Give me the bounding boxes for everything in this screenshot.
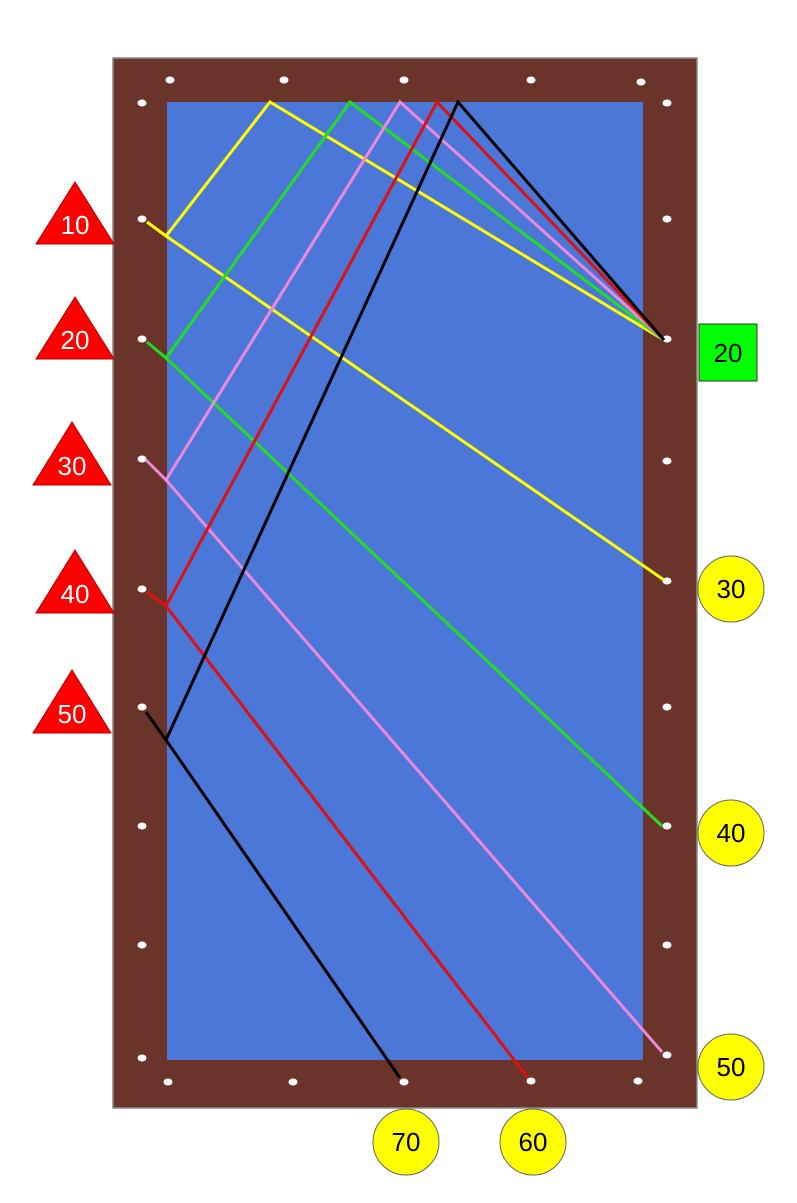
diamond [165,76,175,84]
circle-label: 70 [392,1127,421,1157]
circle-label: 60 [519,1127,548,1157]
circle-icon [697,1033,765,1101]
diamond [662,457,672,465]
table-cloth [167,102,643,1060]
diamond [662,822,672,830]
triangle-marker-20: 20 [35,296,115,360]
diamond [662,99,672,107]
pink-path [144,99,666,1053]
circle-marker-60: 60 [499,1108,567,1176]
circle-icon [697,799,765,867]
diamond [633,1077,643,1085]
circle-marker-50: 50 [697,1033,765,1101]
triangle-marker-40: 40 [35,549,115,614]
diamond [137,215,147,223]
diamond [399,76,409,84]
triangle-icon [35,549,115,614]
diamond [279,76,289,84]
circle-icon [499,1108,567,1176]
red-path [146,99,666,1079]
diamond [137,941,147,949]
circle-icon [697,555,765,623]
circle-marker-40: 40 [697,799,765,867]
diamond [662,215,672,223]
diamond [662,941,672,949]
black-path [144,99,666,1079]
diamond [163,1078,173,1086]
diamond [662,703,672,711]
start-label: 20 [714,338,743,368]
triangle-icon [35,296,115,360]
diamond [526,1077,536,1085]
circle-icon [372,1108,440,1176]
diamond [137,455,147,463]
diamond [137,99,147,107]
circle-marker-30: 30 [697,555,765,623]
diamond [662,335,672,343]
diamond [137,822,147,830]
circle-label: 50 [717,1052,746,1082]
triangle-icon [32,669,112,734]
triangle-icon [35,181,115,245]
triangle-marker-30: 30 [32,421,112,486]
yellow-path [146,100,665,582]
diamond [137,1054,147,1062]
diamond [399,1078,409,1086]
triangle-icon [32,421,112,486]
triangle-label: 30 [58,451,87,481]
start-marker: 20 [698,323,758,382]
diamond-markers [137,76,672,1086]
circle-label: 30 [717,574,746,604]
circle-label: 40 [717,818,746,848]
square-icon [698,323,758,382]
diamond [662,1051,672,1059]
circle-marker-70: 70 [372,1108,440,1176]
triangle-label: 40 [61,579,90,609]
diamond [137,703,147,711]
diamond [288,1078,298,1086]
triangle-marker-50: 50 [32,669,112,734]
diamond [636,78,646,86]
triangle-marker-10: 10 [35,181,115,245]
diamond [526,76,536,84]
diamond [137,335,147,343]
triangle-label: 50 [58,699,87,729]
green-path [146,99,665,828]
diamond [662,577,672,585]
diamond [137,585,147,593]
triangle-label: 20 [61,325,90,355]
triangle-label: 10 [61,210,90,240]
